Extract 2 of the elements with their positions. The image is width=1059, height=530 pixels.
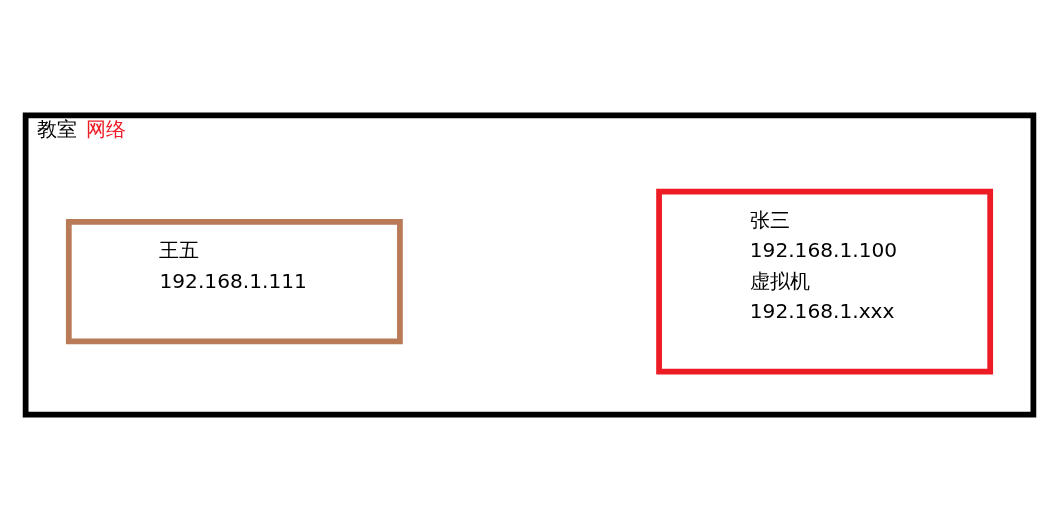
node-box: 张三 192.168.1.100 虚拟机 192.168.1.xxx (656, 188, 994, 375)
node-box: 王五 192.168.1.111 (65, 218, 403, 345)
